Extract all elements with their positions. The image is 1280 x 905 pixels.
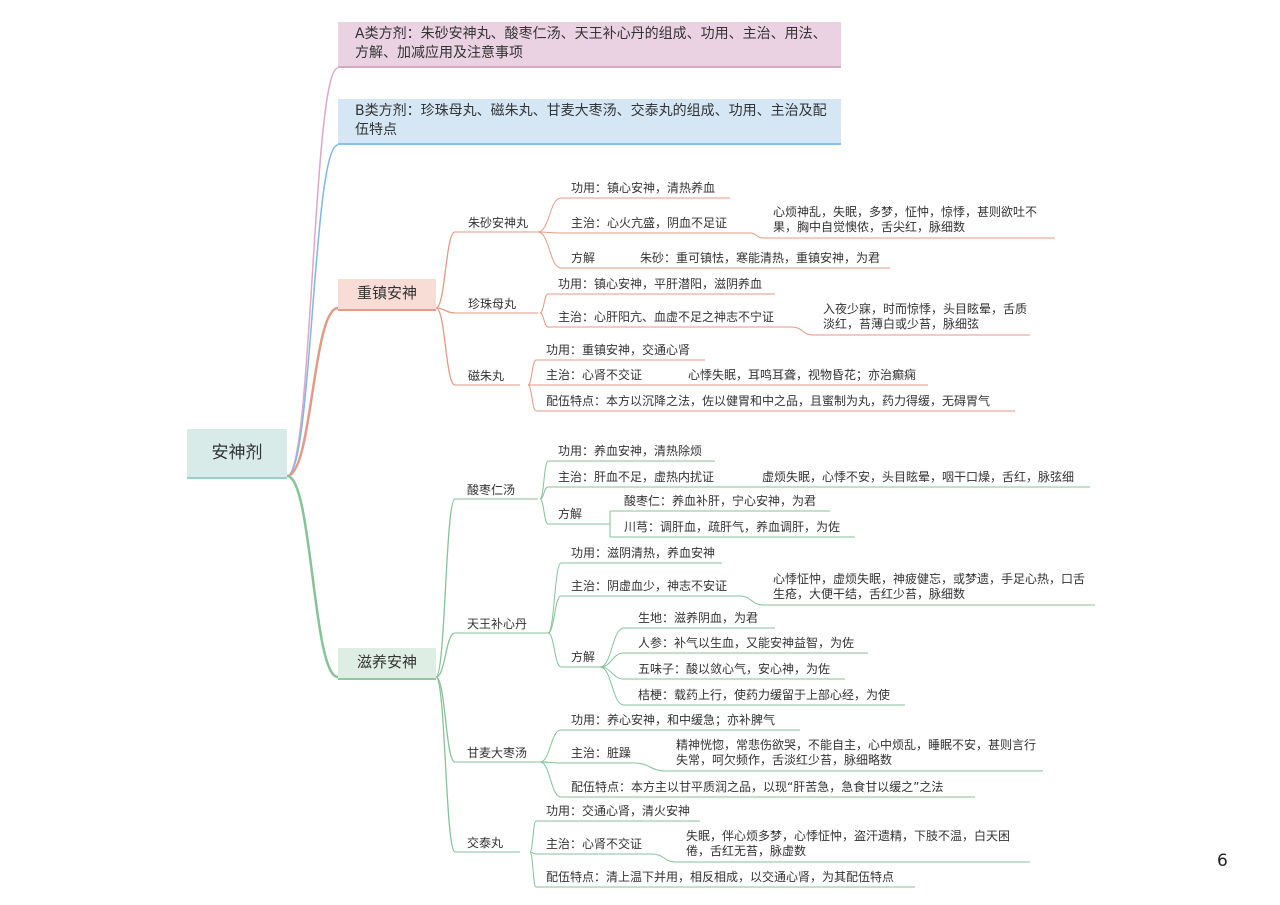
detail-1-0-1[interactable]: 虚烦失眠，心悸不安，头目眩晕，咽干口燥，舌红，脉弦细 xyxy=(762,470,1075,484)
formula-1-3[interactable]: 交泰丸 xyxy=(467,836,504,850)
connector-item-0-1-1 xyxy=(539,312,549,328)
connector-formula-0-1 xyxy=(435,307,456,314)
root-node[interactable]: 安神剂 xyxy=(187,429,287,479)
item-1-2-2[interactable]: 配伍特点：本方主以甘平质润之品，以现“肝苦急，急食甘以缓之”之法 xyxy=(571,780,944,794)
formula-1-2[interactable]: 甘麦大枣汤 xyxy=(467,746,528,760)
sub-1-0-2-1[interactable]: 川芎：调肝血，疏肝气，养血调肝，为佐 xyxy=(624,520,841,534)
connector-sub-1-1-2-3 xyxy=(599,666,625,706)
connector-root-a xyxy=(286,67,339,477)
connector-detail-0-0-1 xyxy=(749,232,764,239)
item-0-1-1[interactable]: 主治：心肝阳亢、血虚不足之神志不宁证 xyxy=(558,310,775,324)
connector-sub-1-1-2-1 xyxy=(599,652,625,668)
detail-1-3-1[interactable]: 失眠，伴心烦多梦，心悸怔忡，盗汗遗精，下肢不温，白天困倦，舌红无苔，脉虚数 xyxy=(686,829,1011,858)
page-number: 6 xyxy=(1217,851,1228,871)
connector-item-1-0-2 xyxy=(539,498,549,525)
item-1-1-1[interactable]: 主治：阴虚血少，神志不安证 xyxy=(571,579,728,593)
category-node-ziyang[interactable]: 滋养安神 xyxy=(338,648,436,680)
formula-0-1[interactable]: 珍珠母丸 xyxy=(468,297,517,311)
item-1-3-2[interactable]: 配伍特点：清上温下并用，相反相成，以交通心肾，为其配伍特点 xyxy=(546,870,895,884)
formula-0-2[interactable]: 磁朱丸 xyxy=(468,369,505,383)
connector-item-1-3-2 xyxy=(529,851,537,888)
item-1-3-0[interactable]: 功用：交通心肾，清火安神 xyxy=(546,804,691,818)
formula-0-0[interactable]: 朱砂安神丸 xyxy=(468,216,529,230)
connector-item-1-2-0 xyxy=(539,729,562,763)
item-1-0-2[interactable]: 方解 xyxy=(558,507,583,521)
connector-item-0-0-0 xyxy=(537,197,562,233)
connector-sub-1-1-2-0 xyxy=(599,627,625,668)
connector-formula-0-0 xyxy=(435,231,456,309)
connector-item-1-1-1 xyxy=(547,595,562,634)
sub-1-1-2-0[interactable]: 生地：滋养阴血，为君 xyxy=(638,611,759,625)
connector-root-b xyxy=(286,144,339,477)
detail-0-0-1[interactable]: 心烦神乱，失眠，多梦，怔忡，惊悸，甚则欲吐不果，胸中自觉懊侬，舌尖红，脉细数 xyxy=(773,205,1038,234)
connector-item-1-3-0 xyxy=(529,820,537,853)
item-1-2-1[interactable]: 主治：脏躁 xyxy=(571,746,632,760)
item-0-0-1[interactable]: 主治：心火亢盛，阴血不足证 xyxy=(571,216,728,230)
sub-1-0-2-0[interactable]: 酸枣仁：养血补肝，宁心安神，为君 xyxy=(624,494,817,508)
connector-item-0-1-0 xyxy=(539,293,549,314)
item-0-2-2[interactable]: 配伍特点：本方以沉降之法，佐以健胃和中之品，且蜜制为丸，药力得缓，无碍胃气 xyxy=(546,394,991,408)
category-node-zhenjing[interactable]: 重镇安神 xyxy=(338,279,436,311)
item-1-0-1[interactable]: 主治：肝血不足，虚热内扰证 xyxy=(558,470,715,484)
formula-1-1[interactable]: 天王补心丹 xyxy=(467,617,528,631)
connector-root-cat2 xyxy=(286,474,339,679)
item-0-2-1[interactable]: 主治：心肾不交证 xyxy=(546,368,643,382)
connector-formula-1-1 xyxy=(435,632,456,678)
connector-item-1-0-1 xyxy=(539,486,549,500)
connector-detail-1-2-1 xyxy=(633,762,667,772)
connector-item-1-2-2 xyxy=(539,761,562,798)
item-1-1-2[interactable]: 方解 xyxy=(571,650,596,664)
sub-1-1-2-2[interactable]: 五味子：酸以敛心气，安心神，为佐 xyxy=(638,662,831,676)
sub-1-1-2-3[interactable]: 桔梗：载药上行，使药力缓留于上部心经，为使 xyxy=(638,688,891,702)
connector-item-1-1-2 xyxy=(547,632,562,668)
connector-item-0-2-2 xyxy=(527,384,537,412)
formula-1-0[interactable]: 酸枣仁汤 xyxy=(467,483,516,497)
detail-0-2-1[interactable]: 心悸失眠，耳鸣耳聋，视物昏花；亦治癫痫 xyxy=(688,368,917,382)
connector-item-0-0-1 xyxy=(537,231,562,234)
connector-detail-1-1-1 xyxy=(739,595,764,606)
connector-root-cat1 xyxy=(286,306,339,478)
sub-0-0-2-0[interactable]: 朱砂：重可镇怯，寒能清热，重镇安神，为君 xyxy=(640,251,881,265)
item-0-2-0[interactable]: 功用：重镇安神，交通心肾 xyxy=(546,343,691,357)
item-1-1-0[interactable]: 功用：滋阴清热，养血安神 xyxy=(571,546,716,560)
connector-formula-1-0 xyxy=(435,498,456,678)
detail-1-2-1[interactable]: 精神恍惚，常悲伤欲哭，不能自主，心中烦乱，睡眠不安，甚则言行失常，呵欠频作，舌淡… xyxy=(676,738,1037,767)
connector-item-0-0-2 xyxy=(537,231,562,269)
item-0-0-0[interactable]: 功用：镇心安神，清热养血 xyxy=(571,181,716,195)
connector-detail-1-3-1 xyxy=(651,853,677,863)
category-b-note: B类方剂：珍珠母丸、磁朱丸、甘麦大枣汤、交泰丸的组成、功用、主治及配伍特点 xyxy=(338,99,841,145)
category-a-note: A类方剂：朱砂安神丸、酸枣仁汤、天王补心丹的组成、功用、主治、用法、方解、加减应… xyxy=(338,22,841,68)
sub-1-1-2-1[interactable]: 人参：补气以生血，又能安神益智，为佐 xyxy=(638,636,855,650)
detail-1-1-1[interactable]: 心悸怔忡，虚烦失眠，神疲健忘，或梦遗，手足心热，口舌生疮，大便干结，舌红少苔，脉… xyxy=(773,572,1086,601)
connector-detail-0-1-1 xyxy=(791,326,814,336)
connector-formula-1-2 xyxy=(435,676,456,763)
connector-item-1-0-0 xyxy=(539,460,549,500)
item-1-3-1[interactable]: 主治：心肾不交证 xyxy=(546,837,643,851)
item-0-1-0[interactable]: 功用：镇心安神，平肝潜阳，滋阴养血 xyxy=(558,277,763,291)
connector-item-0-2-0 xyxy=(527,359,537,386)
item-1-2-0[interactable]: 功用：养心安神，和中缓急；亦补脾气 xyxy=(571,713,776,727)
item-0-0-2[interactable]: 方解 xyxy=(571,251,596,265)
connector-formula-1-3 xyxy=(435,676,456,853)
connector-formula-0-2 xyxy=(435,307,456,386)
connector-item-1-2-1 xyxy=(539,761,562,764)
item-1-0-0[interactable]: 功用：养血安神，清热除烦 xyxy=(558,444,703,458)
detail-0-1-1[interactable]: 入夜少寐，时而惊悸，头目眩晕，舌质淡红，苔薄白或少苔，脉细弦 xyxy=(823,302,1028,331)
